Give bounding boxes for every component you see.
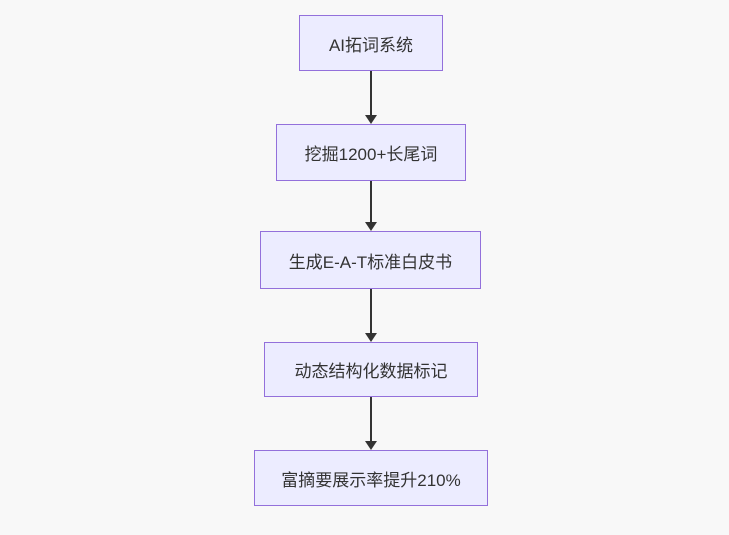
flow-node-ai-keyword-system: AI拓词系统 xyxy=(299,15,443,71)
edge-line-a-b xyxy=(370,71,372,115)
edge-line-b-c xyxy=(370,181,372,222)
edge-line-c-d xyxy=(370,289,372,333)
flow-node-label: 富摘要展示率提升210% xyxy=(281,470,461,490)
flow-node-label: 挖掘1200+长尾词 xyxy=(304,145,438,164)
edge-line-d-e xyxy=(370,397,372,441)
flow-node-label: 动态结构化数据标记 xyxy=(294,362,448,381)
flow-node-longtail-mining: 挖掘1200+长尾词 xyxy=(276,124,466,181)
arrowhead-icon xyxy=(365,222,377,231)
flow-node-label: 生成E-A-T标准白皮书 xyxy=(288,252,453,272)
arrowhead-icon xyxy=(365,115,377,124)
arrowhead-icon xyxy=(365,441,377,450)
flow-node-rich-snippet-rate: 富摘要展示率提升210% xyxy=(254,450,488,506)
arrowhead-icon xyxy=(365,333,377,342)
flow-node-label: AI拓词系统 xyxy=(328,35,414,55)
flow-node-structured-data-markup: 动态结构化数据标记 xyxy=(264,342,478,397)
flow-node-eat-whitepaper: 生成E-A-T标准白皮书 xyxy=(260,231,481,289)
